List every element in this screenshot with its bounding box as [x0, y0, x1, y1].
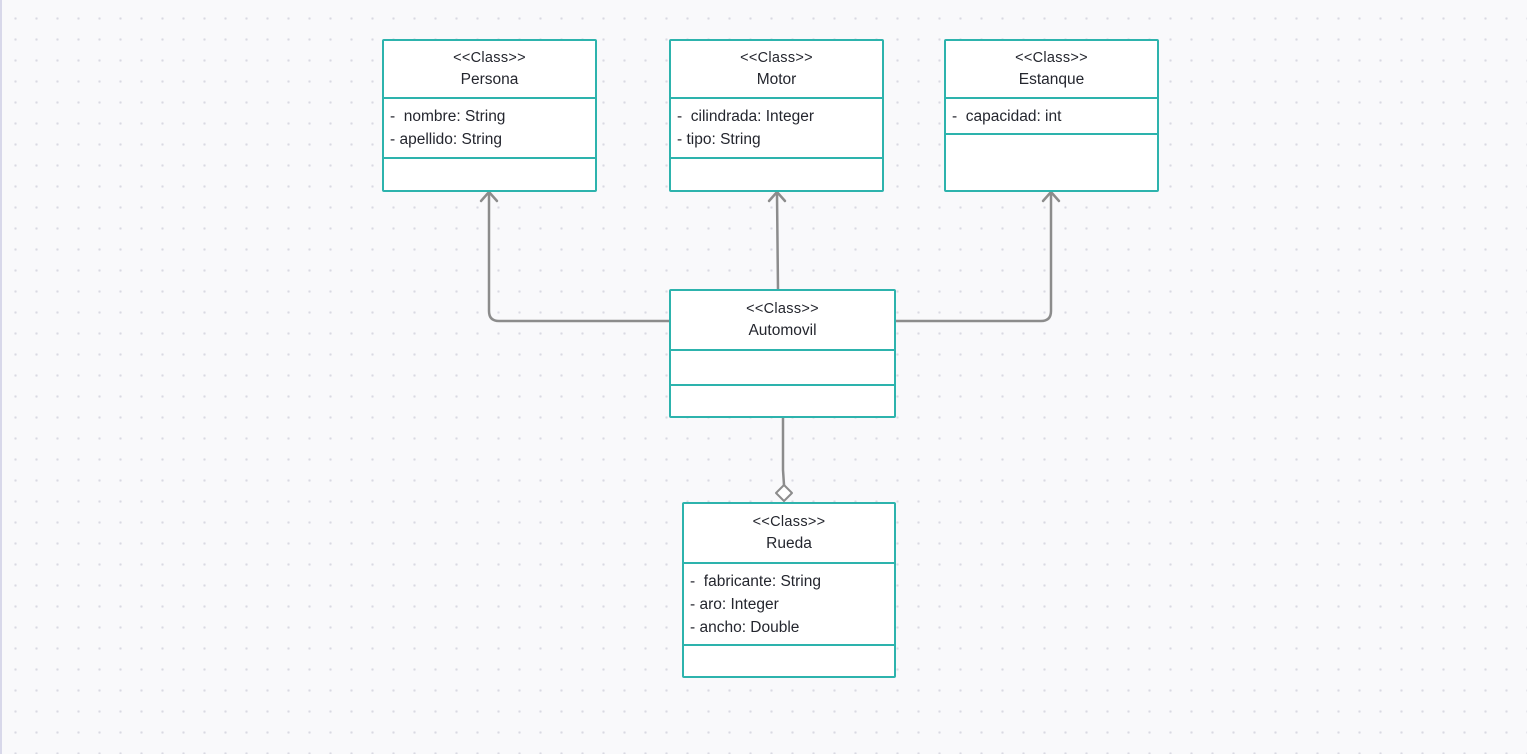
- attributes-compartment: - capacidad: int: [946, 99, 1157, 135]
- aggregation-automovil-rueda[interactable]: [781, 416, 786, 487]
- attribute: - fabricante: String: [690, 573, 821, 590]
- attributes-compartment: [671, 351, 894, 386]
- stereotype-label: <<Class>>: [1015, 50, 1088, 66]
- stereotype-label: <<Class>>: [453, 50, 526, 66]
- attribute: - tipo: String: [677, 131, 761, 148]
- class-name: Rueda: [766, 535, 812, 552]
- class-name: Motor: [756, 71, 797, 88]
- attribute: - nombre: String: [390, 108, 506, 125]
- class-motor[interactable]: <<Class>> Motor - cilindrada: Integer - …: [669, 39, 884, 192]
- arrowhead-motor-icon: [767, 190, 787, 203]
- attribute: - apellido: String: [390, 131, 503, 148]
- attributes-compartment: - cilindrada: Integer - tipo: String: [671, 99, 882, 159]
- stereotype-label: <<Class>>: [752, 514, 826, 530]
- class-name: Persona: [460, 71, 519, 88]
- class-header: <<Class>> Estanque: [946, 41, 1157, 99]
- attribute: - capacidad: int: [952, 108, 1062, 125]
- attributes-compartment: - fabricante: String - aro: Integer - an…: [684, 564, 894, 646]
- attribute: - ancho: Double: [690, 619, 800, 636]
- class-estanque[interactable]: <<Class>> Estanque - capacidad: int: [944, 39, 1159, 192]
- methods-compartment: [684, 646, 894, 676]
- canvas-left-edge: [0, 0, 2, 754]
- association-automovil-motor[interactable]: [775, 192, 780, 292]
- class-name: Estanque: [1018, 71, 1085, 88]
- arrowhead-persona-icon: [479, 190, 499, 203]
- class-header: <<Class>> Persona: [384, 41, 595, 99]
- association-automovil-estanque[interactable]: [894, 192, 1053, 323]
- methods-compartment: [384, 159, 595, 190]
- class-header: <<Class>> Motor: [671, 41, 882, 99]
- arrowhead-estanque-icon: [1041, 190, 1061, 203]
- attribute: - cilindrada: Integer: [677, 108, 814, 125]
- methods-compartment: [946, 135, 1157, 190]
- class-name: Automovil: [748, 322, 817, 339]
- methods-compartment: [671, 386, 894, 416]
- class-header: <<Class>> Rueda: [684, 504, 894, 564]
- association-automovil-persona[interactable]: [487, 192, 672, 323]
- stereotype-label: <<Class>>: [746, 301, 819, 317]
- class-automovil[interactable]: <<Class>> Automovil: [669, 289, 896, 418]
- methods-compartment: [671, 159, 882, 190]
- attribute: - aro: Integer: [690, 596, 779, 613]
- stereotype-label: <<Class>>: [740, 50, 813, 66]
- class-persona[interactable]: <<Class>> Persona - nombre: String - ape…: [382, 39, 597, 192]
- class-rueda[interactable]: <<Class>> Rueda - fabricante: String - a…: [682, 502, 896, 678]
- attributes-compartment: - nombre: String - apellido: String: [384, 99, 595, 159]
- class-header: <<Class>> Automovil: [671, 291, 894, 351]
- aggregation-diamond-icon: [775, 484, 793, 502]
